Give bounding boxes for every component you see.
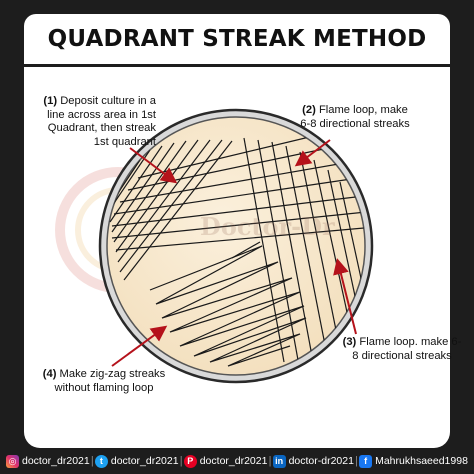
- arrow-step-4: [111, 325, 168, 367]
- quadrant-4-zigzag: [149, 245, 307, 367]
- social-twitter[interactable]: t doctor_dr2021: [94, 454, 179, 468]
- footer-separator: |: [90, 455, 94, 467]
- social-handle: doctor-dr2021: [288, 455, 354, 467]
- label-step-3: (3) Flame loop. make 6-8 directional str…: [342, 336, 462, 363]
- arrow-step-2: [294, 139, 331, 167]
- label-step-2-number: (2): [302, 104, 316, 116]
- title-divider: [24, 64, 450, 67]
- social-pinterest[interactable]: P doctor_dr2021: [183, 454, 268, 468]
- label-step-2-text: Flame loop, make 6-8 directional streaks: [300, 104, 410, 130]
- social-handle: doctor_dr2021: [22, 455, 90, 467]
- quadrant-1-streaks: [107, 139, 233, 281]
- label-step-3-number: (3): [342, 336, 357, 348]
- label-step-1-text: Deposit culture in a line across area in…: [47, 95, 156, 148]
- title-box: QUADRANT STREAK METHOD: [24, 14, 450, 64]
- label-step-4-text: Make zig-zag streaks without flaming loo…: [54, 368, 166, 394]
- instagram-icon: ◎: [6, 454, 19, 468]
- social-instagram[interactable]: ◎ doctor_dr2021: [6, 454, 90, 468]
- social-handle: doctor_dr2021: [110, 455, 179, 467]
- label-step-1-number: (1): [43, 95, 58, 107]
- label-step-4: (4) Make zig-zag streaks without flaming…: [42, 368, 166, 395]
- pinterest-icon: P: [183, 454, 197, 468]
- linkedin-icon: in: [272, 454, 286, 468]
- social-footer: ◎ doctor_dr2021 | t doctor_dr2021 | P do…: [0, 448, 474, 474]
- arrow-step-3: [333, 258, 357, 335]
- footer-separator: |: [355, 455, 358, 467]
- watermark-text: Doctor-Dr: [200, 212, 335, 241]
- label-step-1: (1) Deposit culture in a line across are…: [36, 95, 156, 149]
- arrow-step-1: [129, 147, 178, 184]
- label-step-4-number: (4): [42, 368, 57, 380]
- social-handle: Mahrukhsaeed1998: [375, 455, 468, 467]
- label-step-2: (2) Flame loop, make 6-8 directional str…: [300, 104, 410, 131]
- social-facebook[interactable]: f Mahrukhsaeed1998: [359, 454, 468, 468]
- social-handle: doctor_dr2021: [199, 455, 268, 467]
- twitter-icon: t: [94, 454, 108, 468]
- social-linkedin[interactable]: in doctor-dr2021: [272, 454, 354, 468]
- footer-separator: |: [268, 455, 272, 467]
- facebook-icon: f: [359, 454, 373, 468]
- page-title: QUADRANT STREAK METHOD: [47, 26, 427, 52]
- footer-separator: |: [179, 455, 183, 467]
- label-step-3-text: Flame loop. make 6-8 directional streaks: [352, 336, 462, 362]
